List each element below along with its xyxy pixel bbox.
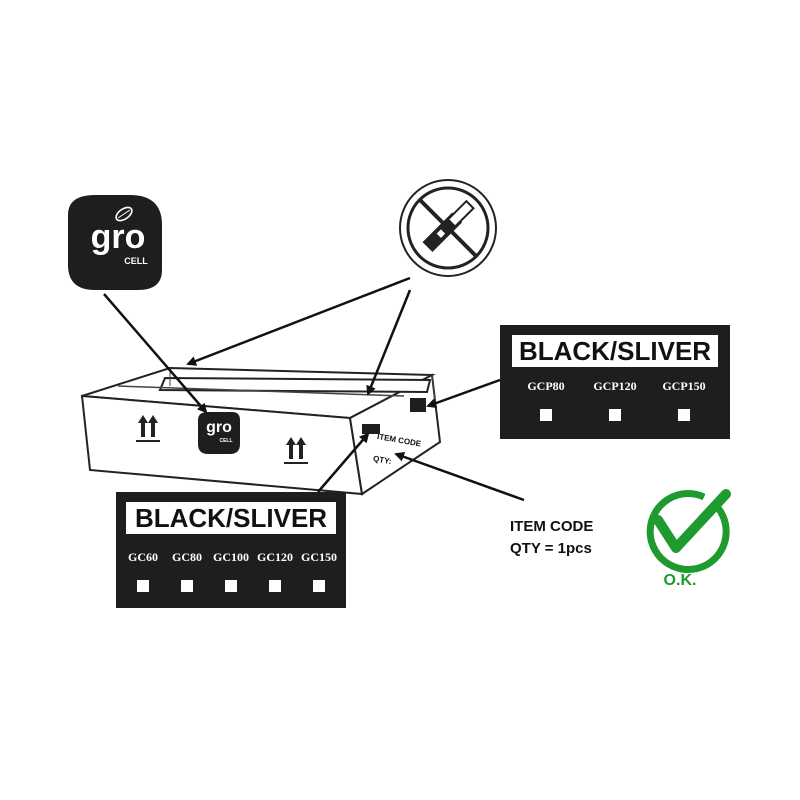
model-code: GC150 — [301, 550, 337, 564]
model-code: GC80 — [172, 550, 202, 564]
model-code: GC60 — [128, 550, 158, 564]
model-code: GCP120 — [593, 379, 637, 393]
checkbox-square — [269, 580, 281, 592]
box-logo — [198, 412, 240, 454]
model-code: GC100 — [213, 550, 249, 564]
logo-subtext: CELL — [124, 256, 148, 266]
panel-title: BLACK/SLIVER — [126, 502, 336, 534]
panel-code-row: GCP80 GCP120 GCP150 — [522, 379, 708, 394]
checkbox-square — [609, 409, 621, 421]
shipping-box — [80, 366, 442, 496]
checkbox-square — [181, 580, 193, 592]
checkbox-square — [678, 409, 690, 421]
item-code-line: ITEM CODE — [510, 518, 594, 535]
panel-checkbox-row — [522, 409, 708, 421]
checkbox-square — [540, 409, 552, 421]
checkmark-icon — [646, 489, 731, 573]
arrow-cutter-to-tape — [366, 289, 412, 396]
panel-title: BLACK/SLIVER — [512, 335, 718, 367]
arrow-panel-to-front — [317, 432, 370, 493]
color-panel-gc: BLACK/SLIVER GC60 GC80 GC100 GC120 GC150 — [116, 492, 346, 608]
arrow-itemcode-to-box — [394, 452, 525, 502]
checkbox-square — [225, 580, 237, 592]
ok-label: O.K. — [663, 572, 697, 589]
box-side-mini-panel — [362, 424, 380, 434]
arrow-panel-to-side — [426, 378, 501, 408]
box-tape — [158, 376, 432, 394]
item-code-callout: ITEM CODE QTY = 1pcs — [510, 516, 593, 560]
color-panel-gcp: BLACK/SLIVER GCP80 GCP120 GCP150 — [500, 325, 730, 439]
gro-cell-logo — [68, 195, 162, 290]
box-logo-subtext: CELL — [219, 438, 233, 444]
no-cutter-icon — [399, 179, 497, 277]
box-logo-wordmark: gro — [206, 419, 232, 436]
this-side-up-icon — [136, 415, 160, 442]
checkbox-square — [137, 580, 149, 592]
panel-code-row: GC60 GC80 GC100 GC120 GC150 — [122, 550, 340, 565]
model-code: GCP80 — [527, 379, 565, 393]
quantity-line: QTY = 1pcs — [510, 540, 592, 557]
arrow-cutter-to-top — [186, 276, 411, 366]
logo-wordmark: gro — [90, 218, 146, 256]
leaf-icon — [115, 206, 133, 222]
checkbox-square — [313, 580, 325, 592]
box-side-mini-panel — [410, 398, 426, 412]
model-code: GC120 — [257, 550, 293, 564]
this-side-up-icon — [284, 437, 308, 464]
model-code: GCP150 — [662, 379, 706, 393]
panel-checkbox-row — [122, 580, 340, 592]
arrow-logo-to-box — [103, 293, 208, 414]
